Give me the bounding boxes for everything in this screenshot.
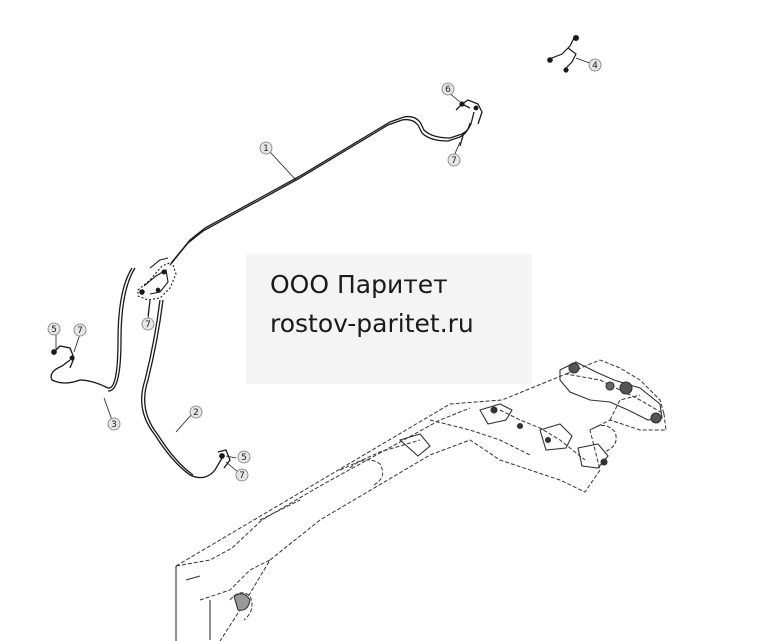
callout-3-label: 3 [111,420,117,430]
callout-4: 4 [588,58,602,72]
harness-1 [169,99,483,266]
watermark-website[interactable]: rostov-paritet.ru [270,309,474,338]
callout-7-center-label: 7 [145,320,151,330]
callout-2: 2 [189,405,203,419]
callout-6-label: 6 [445,85,451,95]
callout-7-bottom: 7 [235,468,249,482]
callout-5-left-label: 5 [51,325,57,335]
leader-lines [55,57,593,473]
callout-5-left: 5 [47,322,61,336]
machine-frame [175,359,667,641]
callout-3: 3 [107,417,121,431]
frame-solid-parts [175,361,663,641]
callout-5-right-label: 5 [241,453,247,463]
callout-7-left: 7 [73,323,87,337]
watermark-background [246,254,532,384]
callout-2-label: 2 [193,408,199,418]
callout-7-top: 7 [447,153,461,167]
harness-3 [50,267,136,392]
callout-1: 1 [259,141,273,155]
connector-cluster [137,257,177,317]
harness-2 [141,299,231,479]
watermark-company-name: ООО Паритет [270,270,448,299]
callout-6: 6 [441,82,455,96]
callout-7-center: 7 [141,317,155,331]
callout-4-label: 4 [592,61,598,71]
callout-1-label: 1 [263,144,269,154]
harness-4 [547,34,579,73]
callout-7-bottom-label: 7 [239,471,245,481]
callout-5-right: 5 [237,450,251,464]
callout-7-top-label: 7 [451,156,457,166]
callout-7-left-label: 7 [77,326,83,336]
